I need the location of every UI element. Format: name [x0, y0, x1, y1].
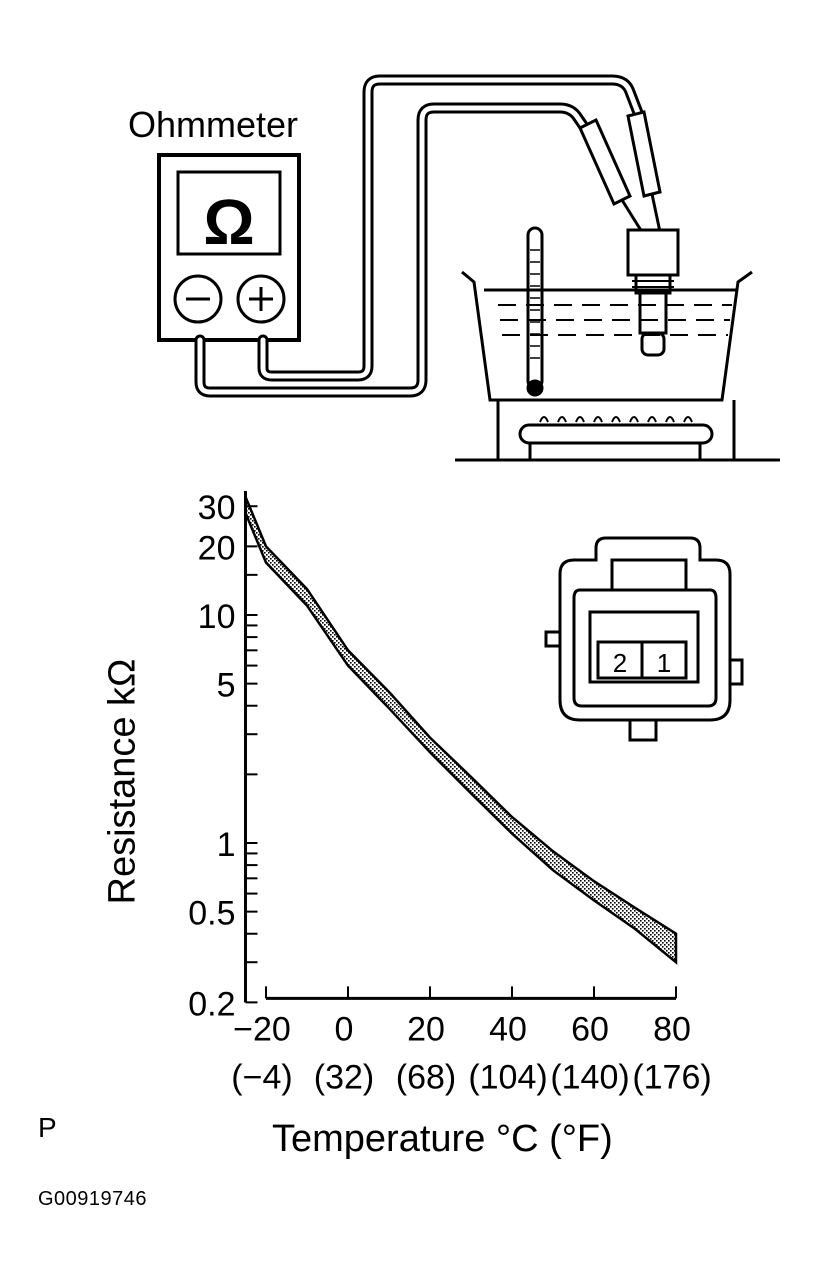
x-tick-label-fahrenheit: (−4) — [231, 1058, 292, 1096]
x-tick-label-fahrenheit: (176) — [632, 1058, 711, 1096]
ohmmeter-label: Ohmmeter — [128, 104, 299, 145]
ohmmeter-display — [176, 170, 282, 256]
sensor-connector — [544, 536, 744, 742]
probe-handles — [578, 110, 662, 233]
x-tick-label-fahrenheit: (104) — [468, 1058, 547, 1096]
thermometer-icon — [526, 226, 544, 397]
y-axis-label: Resistance kΩ — [101, 658, 144, 905]
y-tick-label: 5 — [217, 667, 236, 705]
temperature-sensor — [626, 228, 680, 357]
y-tick-label: 10 — [198, 598, 236, 636]
heater-burner-icon — [455, 400, 780, 462]
y-tick-label: 0.5 — [188, 895, 235, 933]
y-tick-label: 30 — [198, 489, 236, 527]
resistance-band — [244, 496, 678, 965]
x-tick-label-fahrenheit: (140) — [550, 1058, 629, 1096]
ohm-symbol: Ω — [203, 186, 254, 258]
connector-terminal-1: 1 — [657, 648, 671, 678]
x-axis-label: Temperature °C (°F) — [272, 1118, 613, 1160]
y-tick-label: 20 — [198, 529, 236, 567]
x-tick-label: 0 — [335, 1010, 354, 1048]
y-tick-label: 1 — [217, 826, 236, 864]
y-tick-label: 0.2 — [188, 985, 235, 1023]
ohmmeter: Ω — [157, 153, 301, 342]
x-tick-label: 80 — [653, 1010, 691, 1048]
x-tick-label: 20 — [407, 1010, 445, 1048]
corner-letter: P — [38, 1112, 57, 1143]
connector-terminal-2: 2 — [613, 648, 627, 678]
resistance-temperature-chart: 302010510.50.2−20(−4)0(32)20(68)40(104)6… — [188, 489, 711, 1096]
x-tick-label-fahrenheit: (68) — [396, 1058, 456, 1096]
x-tick-label: 40 — [489, 1010, 527, 1048]
x-tick-label: 60 — [571, 1010, 609, 1048]
minus-terminal-icon — [173, 274, 223, 324]
plus-terminal-icon — [236, 274, 286, 324]
x-tick-label: −20 — [233, 1010, 291, 1048]
water-pan — [461, 270, 753, 402]
x-tick-label-fahrenheit: (32) — [314, 1058, 374, 1096]
ohmmeter-leads-core — [197, 77, 643, 395]
figure-code: G00919746 — [38, 1188, 148, 1210]
